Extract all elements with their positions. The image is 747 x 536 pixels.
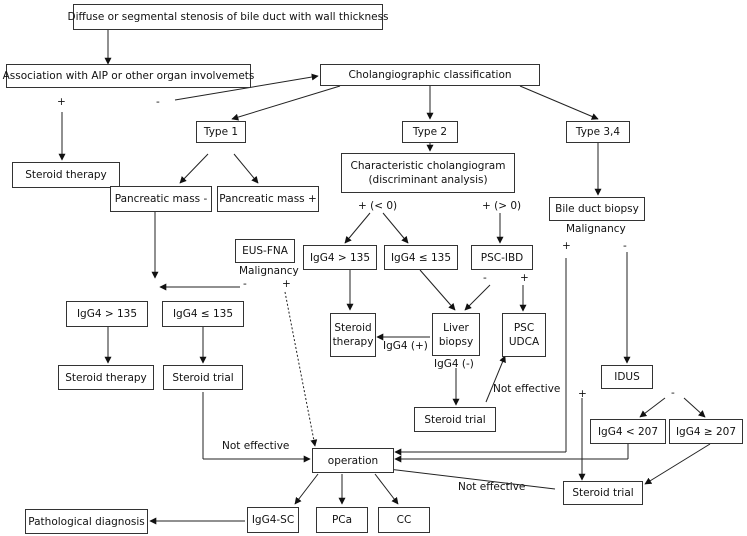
box-diffuse-stenosis: Diffuse or segmental stenosis of bile du…	[68, 4, 389, 30]
arrow-eus-plus-to-operation	[284, 291, 318, 447]
box-cholangiographic-classification: Cholangiographic classification	[320, 64, 540, 86]
arrow-steroid-trial-to-psc	[485, 355, 506, 403]
psc-line2: UDCA	[508, 336, 540, 348]
box-igg4-lt207: IgG4 < 207	[590, 419, 666, 444]
arrow-operation-to-cc	[374, 473, 399, 505]
box-idus: IDUS	[601, 365, 653, 389]
box-steroid-trial-right: Steroid trial	[563, 481, 643, 505]
label-minus-association: -	[156, 96, 160, 108]
liver-line2: biopsy	[438, 335, 474, 348]
arrow-cholangio-to-type34	[519, 85, 599, 120]
arrow-char-to-igg4-gt135	[344, 212, 371, 244]
label-plus-lt0: + (< 0)	[358, 200, 398, 212]
label-not-effective-left: Not effective	[222, 440, 290, 452]
box-eus-fna: EUS-FNA	[235, 239, 295, 263]
arrow-idus-to-igg4-ge207	[683, 397, 706, 418]
label-plus-association: +	[57, 96, 66, 108]
label-igg4-negative: IgG4 (-)	[434, 358, 474, 370]
label-minus-eus: -	[243, 278, 247, 290]
char-line1: Characteristic cholangiogram	[350, 160, 506, 172]
label-malignancy-eus: Malignancy	[239, 265, 299, 277]
label-plus-steroid-right: +	[578, 388, 587, 400]
arrow-char-to-igg4-le135	[382, 212, 409, 244]
liver-line1: Liver	[443, 321, 469, 334]
label-malignancy-right: Malignancy	[566, 223, 626, 235]
steroid-mid-line1: Steroid	[334, 322, 372, 334]
box-steroid-therapy-left: Steroid therapy	[58, 365, 154, 390]
label-minus-right: -	[623, 240, 627, 252]
label-plus-eus: +	[282, 278, 291, 290]
box-steroid-trial-mid: Steroid trial	[414, 407, 496, 432]
box-pathological-diagnosis: Pathological diagnosis	[25, 509, 148, 534]
steroid-mid-line2: therapy	[332, 336, 374, 348]
box-psc-udca: PSC UDCA	[502, 313, 546, 357]
arrow-igg4-le135-to-liver	[419, 269, 456, 311]
box-steroid-therapy-top: Steroid therapy	[12, 162, 120, 188]
psc-line1: PSC	[513, 322, 535, 334]
box-bile-duct-biopsy: Bile duct biopsy	[549, 197, 645, 221]
box-type34: Type 3,4	[566, 121, 630, 143]
box-cc: CC	[378, 507, 430, 533]
box-pancreatic-mass-plus: Pancreatic mass +	[217, 186, 319, 212]
arrow-igg4-ge207-to-steroid-trial	[644, 443, 711, 485]
box-characteristic-cholangiogram: Characteristic cholangiogram (discrimina…	[341, 153, 515, 193]
box-psc-ibd: PSC-IBD	[471, 245, 533, 270]
arrow-association-minus-to-cholangio	[174, 73, 319, 101]
char-line2: (discriminant analysis)	[368, 174, 488, 186]
arrow-cholangio-to-type1	[231, 85, 341, 121]
arrow-operation-to-igg4sc	[294, 473, 319, 505]
box-igg4-gt135-mid: IgG4 > 135	[303, 245, 377, 270]
arrow-type1-to-panc-minus	[179, 153, 209, 184]
box-igg4-ge207: IgG4 ≥ 207	[669, 419, 743, 444]
arrow-pscibd-minus-to-liver	[464, 284, 491, 311]
box-association-aip: Association with AIP or other organ invo…	[3, 64, 254, 88]
box-type2: Type 2	[402, 121, 458, 143]
box-pancreatic-mass-minus: Pancreatic mass -	[110, 186, 212, 212]
label-not-effective-right: Not effective	[458, 481, 526, 493]
label-not-effective-mid: Not effective	[493, 383, 561, 395]
box-type1: Type 1	[196, 121, 246, 143]
box-operation: operation	[312, 448, 394, 473]
label-minus-psc: -	[483, 272, 487, 284]
box-pca: PCa	[316, 507, 368, 533]
box-igg4-sc: IgG4-SC	[247, 507, 299, 533]
box-igg4-gt135-left: IgG4 > 135	[66, 301, 148, 327]
label-igg4-positive: IgG4 (+)	[383, 340, 428, 352]
box-liver-biopsy: Liver biopsy	[432, 313, 480, 356]
label-plus-psc: +	[520, 272, 529, 284]
label-plus-gt0: + (> 0)	[482, 200, 522, 212]
label-plus-right: +	[562, 240, 571, 252]
arrow-type1-to-panc-plus	[233, 153, 259, 184]
box-igg4-le135-left: IgG4 ≤ 135	[162, 301, 244, 327]
box-steroid-trial-left: Steroid trial	[163, 365, 243, 390]
box-igg4-le135-mid: IgG4 ≤ 135	[384, 245, 458, 270]
box-steroid-therapy-mid: Steroid therapy	[330, 313, 376, 357]
label-minus-idus: -	[671, 387, 675, 399]
arrow-steroid-trial-right-to-operation	[379, 465, 556, 490]
arrow-idus-to-igg4-lt207	[639, 397, 666, 418]
